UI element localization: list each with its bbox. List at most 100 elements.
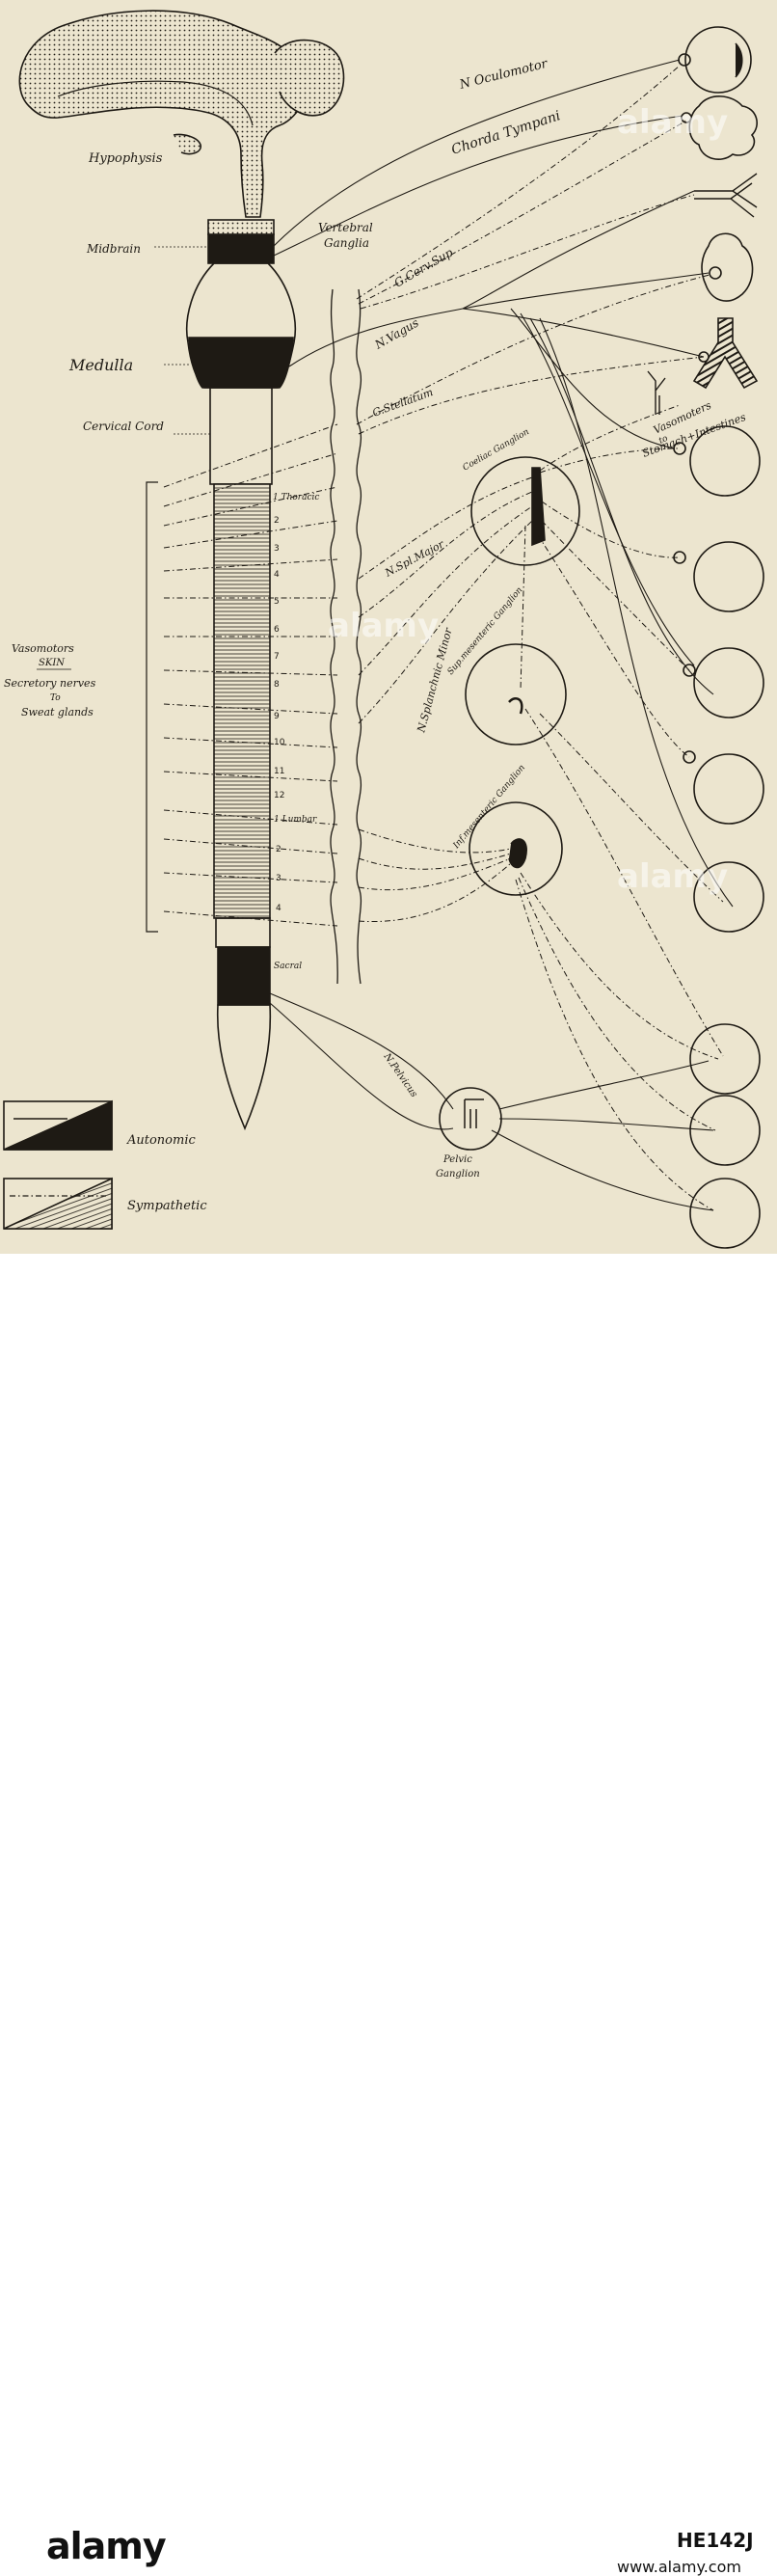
- label-side-secretory: Secretory nerves: [4, 677, 96, 690]
- vagus-down-3: [529, 317, 714, 695]
- brain-cerebrum: [18, 10, 308, 218]
- sup-mesenteric-ganglion: [465, 643, 567, 746]
- skin-nerve-9: [163, 703, 338, 715]
- nervous-system-diagram: N Oculomotor Chorda Tympani Hypophysis M…: [3, 10, 764, 1249]
- seg-t2: 2: [274, 516, 280, 526]
- sympathetic-chain-right: [356, 288, 362, 985]
- seg-l3: 3: [276, 874, 281, 883]
- label-ganglia: Ganglia: [324, 236, 369, 250]
- cerebellum: [274, 39, 345, 117]
- heart-node: [709, 266, 722, 280]
- label-medulla: Medulla: [68, 356, 133, 374]
- seg-t8: 8: [274, 680, 280, 690]
- label-side-vasomotors: Vasomotors: [12, 642, 74, 655]
- label-sacral: Sacral: [274, 962, 302, 971]
- coeliac-intestine: [539, 404, 681, 472]
- vagus-down-1: [510, 308, 676, 449]
- brain-inner-curve: [57, 80, 254, 126]
- salivary-gland: [688, 95, 758, 160]
- spl-major-2: [358, 491, 533, 618]
- seg-l4: 4: [276, 904, 281, 913]
- label-side-skin: SKIN: [39, 658, 66, 668]
- skin-nerve-11: [163, 771, 338, 782]
- label-g-cerv-sup: G.Cerv.Sup: [392, 245, 456, 289]
- midbrain-top-dotted: [207, 219, 275, 235]
- pelvic-nerve: [269, 992, 454, 1110]
- seg-t12: 12: [274, 791, 284, 800]
- pelvic-nerve-2: [269, 1002, 454, 1130]
- label-n-pelvicus: N.Pelvicus: [381, 1051, 419, 1099]
- label-legend-autonomic: Autonomic: [126, 1133, 196, 1148]
- vagus-heart: [462, 272, 710, 310]
- label-n-vagus: N.Vagus: [372, 316, 421, 353]
- label-g-stellatum: G.Stellatum: [371, 386, 435, 420]
- watermark-middle: alamy: [328, 607, 439, 645]
- skin-bracket: [146, 481, 158, 933]
- lumbar-inf-2: [358, 853, 512, 870]
- inf-mesenteric-core: [508, 838, 527, 869]
- organ-node-c: [683, 664, 696, 677]
- chorda-tympani-nerve: [273, 115, 683, 257]
- label-lumbar: 1 Lumbar: [274, 815, 317, 825]
- label-vertebral: Vertebral: [318, 221, 373, 234]
- lumbar-inf-1: [358, 828, 512, 854]
- vagus-down-2: [520, 312, 695, 666]
- label-side-to: To: [50, 693, 61, 703]
- cerv-sup-vessel: [360, 194, 695, 310]
- sacral-band: [217, 946, 271, 1006]
- vagus-bronchi: [462, 308, 705, 358]
- cerv-sup-eye: [356, 65, 681, 300]
- organ-circle-3: [693, 647, 764, 719]
- pelvic-core: [464, 1098, 484, 1128]
- seg-t6: 6: [274, 625, 280, 635]
- organ-circle-6: [689, 1023, 761, 1095]
- seg-t9: 9: [274, 712, 280, 721]
- label-chorda: Chorda Tympani: [449, 108, 562, 158]
- oculomotor-nerve: [273, 59, 681, 247]
- label-sup-mesenteric: Sup.mesenteric Ganglion: [446, 585, 525, 677]
- medulla-band: [188, 337, 294, 389]
- label-pelvic-1: Pelvic: [442, 1154, 472, 1165]
- seg-t4: 4: [274, 570, 280, 580]
- stellatum-bronchi: [358, 356, 705, 435]
- label-hypophysis: Hypophysis: [88, 151, 163, 166]
- label-oculomotor: N Oculomotor: [457, 57, 549, 94]
- pelvic-out-2: [498, 1118, 714, 1131]
- legend-sympathetic-fill: [3, 1177, 113, 1230]
- lumbar-inf-3: [358, 857, 512, 891]
- skin-nerve-13: [163, 838, 338, 854]
- cerv-sup-gland: [358, 120, 687, 305]
- organ-circle-1: [689, 425, 761, 497]
- skin-nerve-5: [163, 558, 338, 572]
- coeliac-out-1: [539, 447, 681, 474]
- seg-t11: 11: [274, 767, 284, 776]
- organ-node-d: [683, 750, 696, 764]
- lumbar-lower-cord: [215, 917, 271, 948]
- inf-mesenteric-ganglion: [469, 801, 563, 896]
- bronchi-organ: [692, 317, 759, 390]
- sympathetic-chain-left: [330, 288, 338, 985]
- bronchi-node: [698, 351, 710, 363]
- organ-circle-4: [693, 753, 764, 825]
- branch-vessel: [647, 370, 666, 415]
- skin-nerve-2: [163, 452, 338, 507]
- footer-image-code: HE142J: [677, 2529, 754, 2552]
- thoracic-segment-numbers: 2 3 4 5 6 7 8 9 10 11 12: [274, 516, 285, 800]
- watermark-lower: alamy: [617, 857, 728, 896]
- watermark-top: alamy: [617, 103, 728, 142]
- legend-autonomic-fill: [3, 1099, 113, 1151]
- gland-node: [681, 112, 692, 123]
- label-pelvic-2: Ganglion: [436, 1169, 480, 1180]
- coeliac-out-3: [541, 520, 690, 671]
- organ-circle-8: [689, 1178, 761, 1249]
- skin-nerve-4: [163, 520, 338, 549]
- vagus-lower: [539, 317, 734, 908]
- footer-url: www.alamy.com: [617, 2558, 741, 2576]
- skin-nerve-12: [163, 809, 338, 826]
- seg-t5: 5: [274, 597, 280, 607]
- coeliac-out-4: [537, 534, 690, 758]
- label-midbrain: Midbrain: [86, 242, 141, 256]
- lumbar-inf-4: [358, 862, 512, 923]
- inf-out-1: [520, 872, 719, 1060]
- stock-footer: alamy HE142J www.alamy.com: [0, 1254, 777, 2576]
